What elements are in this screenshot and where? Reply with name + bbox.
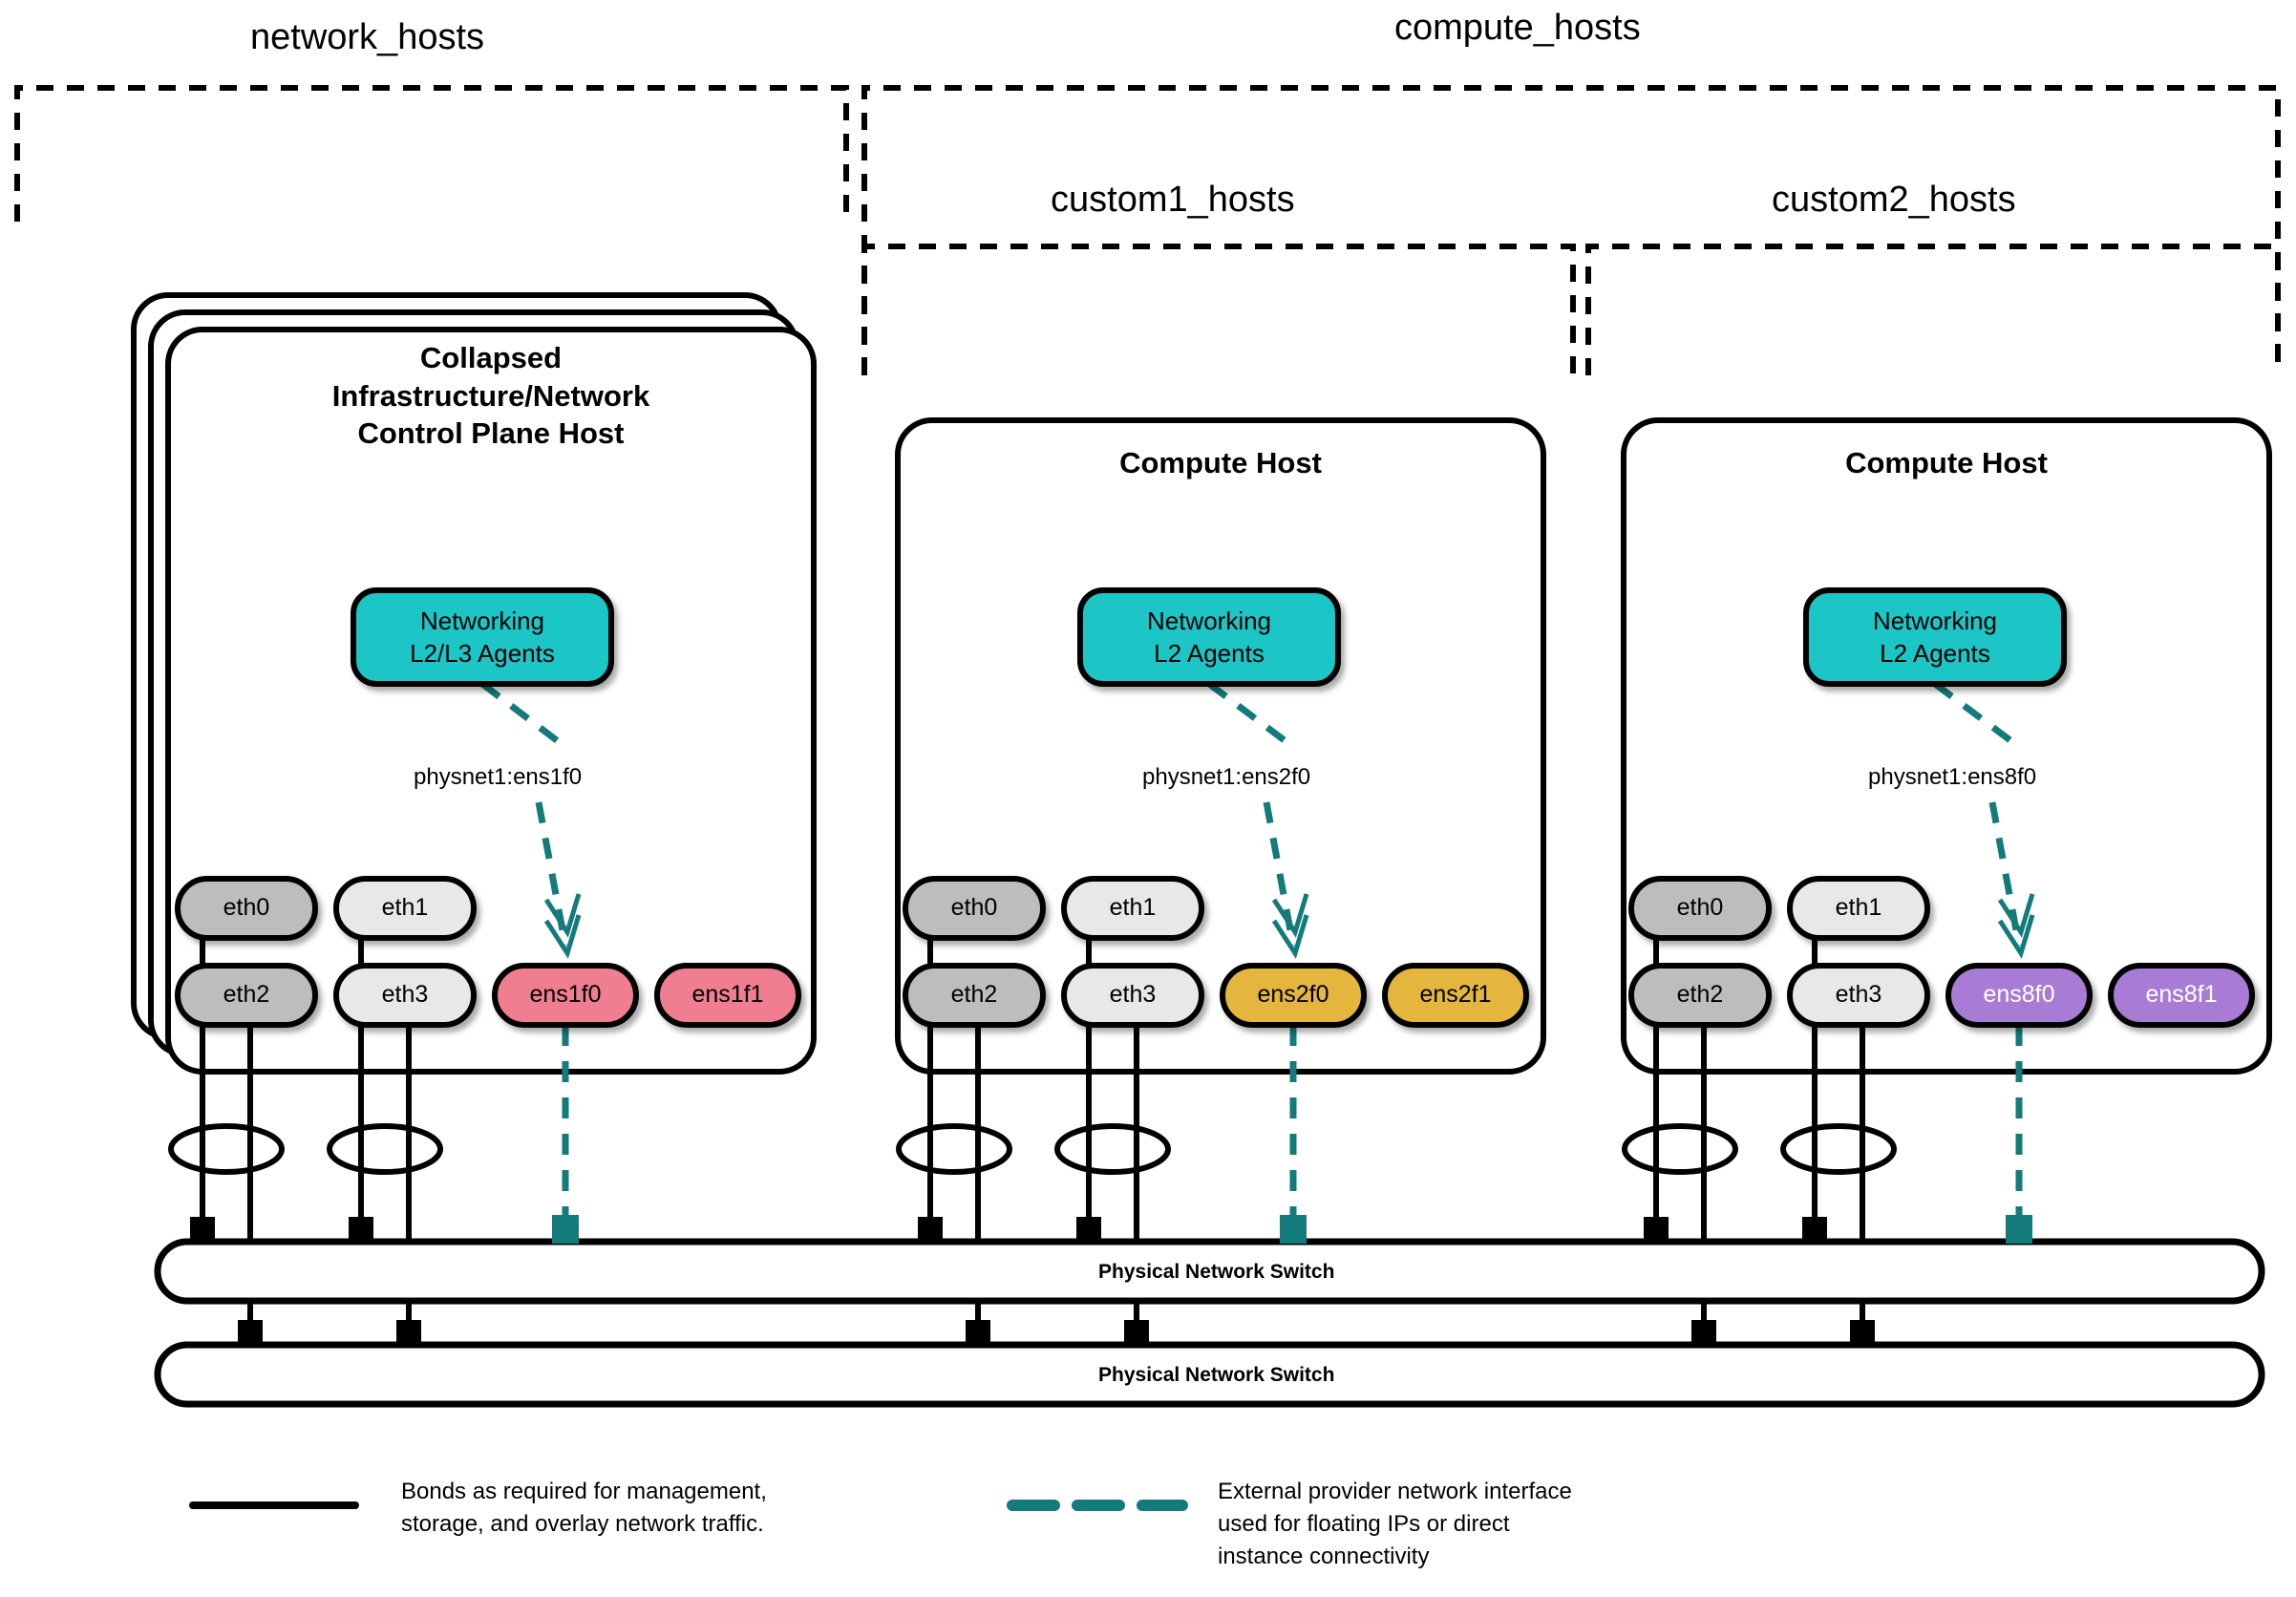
- agent-box-compute-host-2[interactable]: [1803, 587, 2067, 687]
- switch-bars-layer: [154, 1238, 2265, 1408]
- provider-links-layer: [479, 681, 2035, 1244]
- agent-box-control-plane-host[interactable]: [351, 587, 614, 687]
- provider-link-upper-compute-host-1: [1206, 681, 1296, 750]
- group-title-compute_hosts: compute_hosts: [1394, 8, 1641, 48]
- nic-pill-eth2-compute-host-1[interactable]: [903, 963, 1046, 1028]
- nic-pill-eth3-compute-host-1[interactable]: [1061, 963, 1204, 1028]
- nic-pill-ens8f0-compute-host-2[interactable]: [1945, 963, 2093, 1028]
- legend-text-1: Bonds as required for management, storag…: [401, 1479, 767, 1538]
- nic-pill-eth2-compute-host-2[interactable]: [1628, 963, 1772, 1028]
- legend-text-2: External provider network interface used…: [1218, 1479, 1572, 1570]
- nic-pill-eth0-compute-host-2[interactable]: [1628, 876, 1772, 941]
- group-box-compute_hosts: [861, 85, 2281, 374]
- agent-box-compute-host-1[interactable]: [1077, 587, 1341, 687]
- nic-pill-ens2f0-compute-host-1[interactable]: [1220, 963, 1367, 1028]
- nic-pill-eth1-compute-host-1[interactable]: [1061, 876, 1204, 941]
- host-title-compute-host-2: Compute Host: [1845, 446, 2048, 479]
- provider-switch-port-compute-host-1: [1280, 1215, 1307, 1244]
- host-title-compute-host-1: Compute Host: [1119, 446, 1322, 479]
- provider-switch-port-compute-host-2: [2006, 1215, 2032, 1244]
- nic-pill-eth1-compute-host-2[interactable]: [1787, 876, 1930, 941]
- provider-arrowhead-compute-host-1-1: [1271, 914, 1309, 959]
- bond-ellipse-compute-host-1-0: [896, 1123, 1012, 1175]
- nic-pill-ens1f0-control-plane-host[interactable]: [492, 963, 639, 1028]
- physnet-label-control-plane-host: physnet1:ens1f0: [414, 764, 583, 790]
- provider-arrowhead-compute-host-2-1: [1997, 914, 2035, 959]
- bond-ellipse-control-plane-host-0: [168, 1123, 285, 1175]
- bond-ellipse-compute-host-2-0: [1622, 1123, 1738, 1175]
- group-box-network_hosts: [14, 85, 849, 222]
- host-card-compute-host-1: [895, 417, 1546, 1075]
- host-card-compute-host-2: [1621, 417, 2272, 1075]
- provider-arrowhead-compute-host-2-0: [1997, 893, 2035, 938]
- nic-pill-ens8f1-compute-host-2[interactable]: [2108, 963, 2255, 1028]
- nic-pill-eth1-control-plane-host[interactable]: [333, 876, 477, 941]
- group-box-custom2_hosts: [1585, 244, 2281, 375]
- host-card-control-plane-host: [165, 327, 817, 1075]
- legend-swatch-solid: [189, 1501, 359, 1509]
- provider-link-upper-compute-host-2: [1932, 681, 2022, 750]
- nic-pill-eth3-compute-host-2[interactable]: [1787, 963, 1930, 1028]
- physical-network-switch-1: [154, 1238, 2265, 1305]
- nic-pill-eth0-compute-host-1[interactable]: [903, 876, 1046, 941]
- group-title-custom2_hosts: custom2_hosts: [1772, 180, 2016, 220]
- nic-pill-eth0-control-plane-host[interactable]: [175, 876, 318, 941]
- host-title-control-plane-host: Collapsed Infrastructure/Network Control…: [331, 341, 650, 451]
- bond-ellipse-compute-host-1-1: [1054, 1123, 1171, 1175]
- nic-pill-eth3-control-plane-host[interactable]: [333, 963, 477, 1028]
- nic-pill-eth2-control-plane-host[interactable]: [175, 963, 318, 1028]
- physnet-label-compute-host-2: physnet1:ens8f0: [1868, 764, 2037, 790]
- bond-ellipse-compute-host-2-1: [1780, 1123, 1897, 1175]
- group-box-custom1_hosts: [861, 244, 1576, 375]
- switch-label-1: Physical Network Switch: [1098, 1261, 1335, 1283]
- nic-pill-ens2f1-compute-host-1[interactable]: [1382, 963, 1529, 1028]
- bond-ellipse-control-plane-host-1: [327, 1123, 443, 1175]
- provider-arrowhead-compute-host-1-0: [1271, 893, 1309, 938]
- group-title-custom1_hosts: custom1_hosts: [1051, 180, 1295, 220]
- provider-arrowhead-control-plane-host-0: [543, 893, 582, 938]
- physnet-label-compute-host-1: physnet1:ens2f0: [1142, 764, 1311, 790]
- group-title-network_hosts: network_hosts: [250, 17, 485, 57]
- switch-label-2: Physical Network Switch: [1098, 1364, 1335, 1386]
- agent-boxes-layer: [351, 587, 2067, 687]
- nic-pill-ens1f1-control-plane-host[interactable]: [654, 963, 801, 1028]
- nic-pills-layer: [175, 876, 2255, 1028]
- provider-arrowhead-control-plane-host-1: [543, 914, 582, 959]
- physical-network-switch-2: [154, 1341, 2265, 1408]
- legend-swatches-layer: [189, 1500, 1188, 1511]
- group-boundaries-layer: [14, 85, 2281, 375]
- provider-switch-port-control-plane-host: [552, 1215, 579, 1244]
- provider-link-upper-control-plane-host: [479, 681, 568, 750]
